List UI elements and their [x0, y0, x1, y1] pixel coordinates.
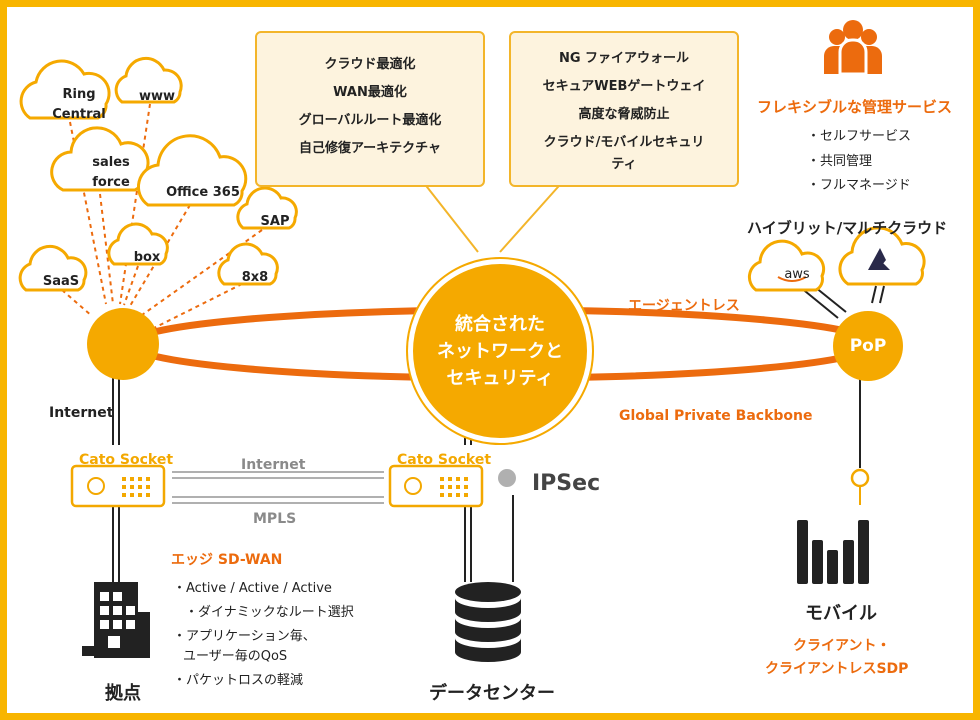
- cloud-8x8: 8x8: [241, 270, 269, 285]
- unified-network-security-hub: 統合された ネットワークと セキュリティ: [408, 259, 592, 443]
- agentless-label: エージェントレス: [628, 298, 740, 314]
- edge-feature: ・Active / Active / Active: [173, 581, 332, 596]
- branch-label: 拠点: [105, 683, 141, 704]
- socket-right-label: Cato Socket: [397, 452, 492, 468]
- box-item: NG ファイアウォール: [558, 51, 690, 66]
- edge-feature: ユーザー毎のQoS: [183, 649, 288, 664]
- socket-left-device: [70, 464, 166, 508]
- backbone-label: Global Private Backbone: [619, 408, 813, 424]
- box-item: クラウド/モバイルセキュリ: [543, 135, 705, 150]
- box-item: セキュアWEBゲートウェイ: [542, 79, 706, 94]
- client-label-1: クライアント・: [793, 638, 891, 654]
- cloud-label: force: [92, 175, 130, 190]
- managed-service-item: ・フルマネージド: [807, 178, 911, 193]
- ipsec-label: IPSec: [532, 471, 601, 496]
- internet-node: [87, 308, 159, 380]
- edge-feature: ・ダイナミックなルート選択: [185, 605, 354, 620]
- box-item: 高度な脅威防止: [578, 107, 670, 122]
- box-connector-right: [499, 177, 567, 253]
- pop-node: PoP: [833, 311, 903, 381]
- azure-icon: [868, 248, 890, 270]
- aws-smile: [777, 276, 807, 282]
- center-line-1: 統合された: [455, 313, 545, 335]
- client-label-2: クライアントレスSDP: [765, 661, 909, 677]
- cloud-saas: SaaS: [42, 274, 80, 289]
- socket-right-device: [388, 464, 484, 508]
- security-box: NG ファイアウォール セキュアWEBゲートウェイ 高度な脅威防止 クラウド/モ…: [509, 31, 739, 187]
- cloud-www: www: [138, 89, 176, 104]
- cloud-box: box: [133, 250, 161, 265]
- cloud-salesforce: sales force: [83, 153, 139, 193]
- box-item: ティ: [611, 157, 637, 172]
- cloud-label: Ring: [62, 87, 96, 102]
- edge-feature: ・パケットロスの軽減: [173, 673, 304, 688]
- managed-service-item: ・セルフサービス: [807, 129, 912, 144]
- mobile-label: モバイル: [805, 603, 877, 624]
- box-connector-left: [419, 177, 479, 253]
- cloud-label: Central: [52, 107, 106, 122]
- cloud-ringcentral: Ring Central: [51, 85, 107, 125]
- cloud-sap: SAP: [260, 214, 290, 229]
- hybrid-cloud-label: ハイブリット/マルチクラウド: [747, 219, 948, 237]
- edge-feature: ・アプリケーション毎、: [173, 629, 316, 644]
- mobile-node-dot: [850, 468, 870, 488]
- signal-bars-icon: [797, 520, 869, 584]
- cloud-shapes: [18, 56, 926, 292]
- managed-service-item: ・共同管理: [807, 154, 873, 169]
- link-mpls-label: MPLS: [253, 511, 297, 527]
- internet-label: Internet: [49, 405, 114, 421]
- box-item: WAN最適化: [333, 85, 407, 100]
- cloud-aws: aws: [784, 267, 810, 282]
- center-line-2: ネットワークと: [437, 340, 563, 362]
- center-line-3: セキュリティ: [446, 367, 554, 389]
- database-icon: [455, 582, 521, 662]
- link-internet-label: Internet: [241, 457, 306, 473]
- box-item: 自己修復アーキテクチャ: [298, 141, 442, 156]
- connector-layer: [18, 20, 926, 662]
- box-item: クラウド最適化: [324, 57, 416, 72]
- cloud-label: sales: [92, 155, 130, 170]
- edge-sdwan-title: エッジ SD-WAN: [171, 552, 283, 568]
- people-icon: [824, 20, 882, 76]
- managed-services-title: フレキシブルな管理サービス: [757, 98, 953, 116]
- socket-left-label: Cato Socket: [79, 452, 174, 468]
- datacenter-label: データセンター: [429, 683, 555, 704]
- box-item: グローバルルート最適化: [298, 113, 442, 128]
- ipsec-dot: [498, 469, 516, 487]
- cloud-office365: Office 365: [166, 185, 240, 200]
- optimization-box: クラウド最適化 WAN最適化 グローバルルート最適化 自己修復アーキテクチャ: [255, 31, 485, 187]
